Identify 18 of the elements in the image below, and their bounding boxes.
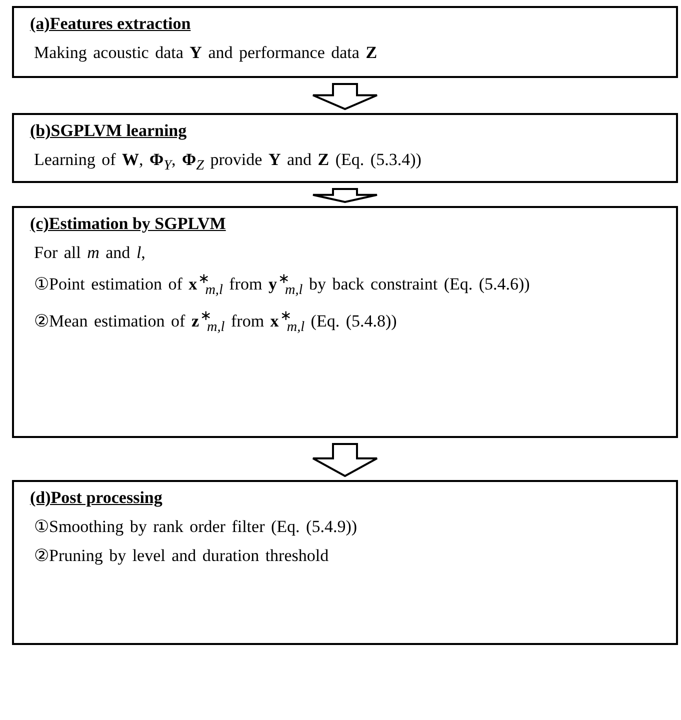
block-arrow [312,443,378,478]
box-heading: (c)Estimation by SGPLVM [30,214,227,234]
box-heading: (a)Features extraction [30,14,192,34]
step-text: ①Point estimation of x$^{∗}$$_{m,l}$ from y$^{∗}$$_{m,l}$ by back constraint (Eq. (5.4.6)) [34,271,531,300]
step-text: Learning of W, Φ$_{Y}$, Φ$_{Z}$ provide Y and Z (Eq. (5.3.4)) [34,149,422,176]
process-box [12,113,678,183]
step-text: ①Smoothing by rank order filter (Eq. (5.4.9)) [34,516,358,538]
block-arrow [312,188,378,204]
block-arrow [312,83,378,110]
step-text: ②Pruning by level and duration threshold [34,545,330,566]
box-heading: (d)Post processing [30,488,164,508]
box-heading: (b)SGPLVM learning [30,121,188,141]
step-text: For all m and l, [34,242,146,264]
process-box [12,6,678,78]
step-text: ②Mean estimation of z$^{∗}$$_{m,l}$ from x$^{∗}$$_{m,l}$ (Eq. (5.4.8)) [34,308,398,337]
process-box [12,206,678,438]
step-text: Making acoustic data Y and performance data Z [34,42,378,64]
process-box [12,480,678,645]
